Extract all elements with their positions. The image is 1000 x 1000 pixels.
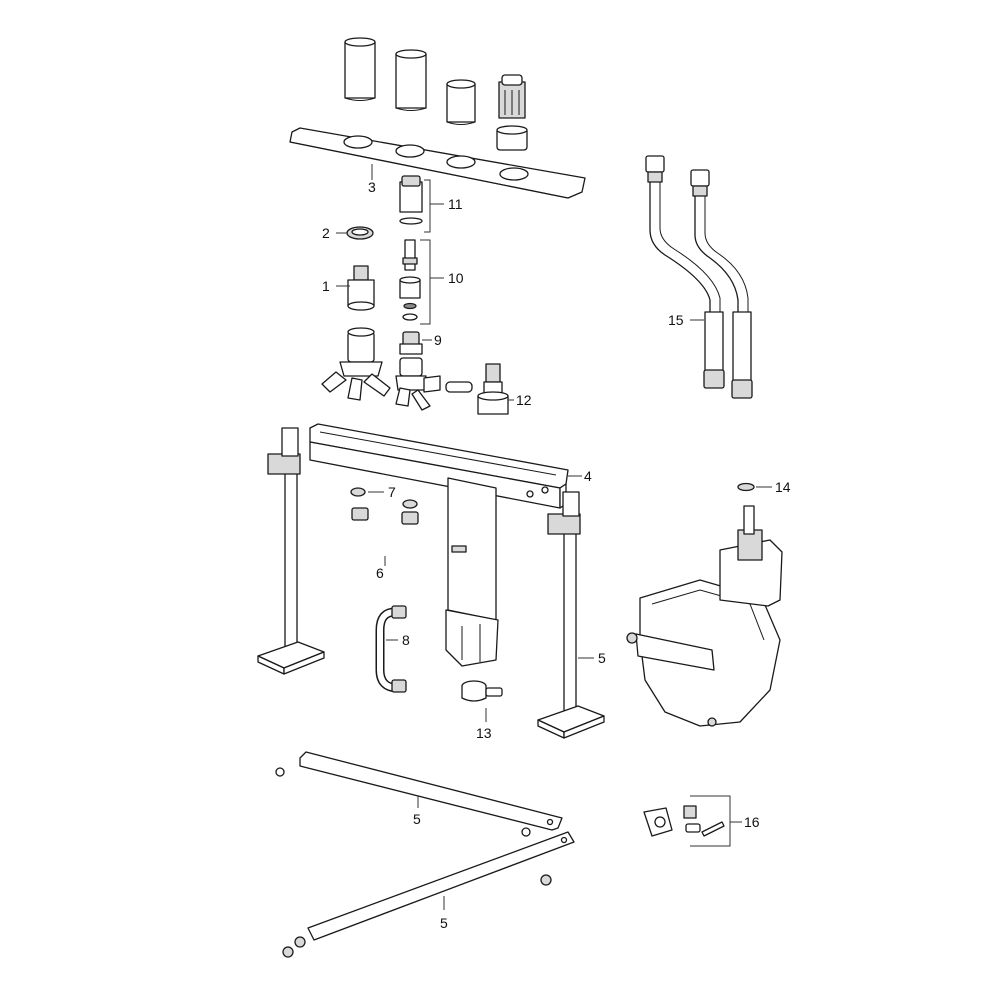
cover-sleeve-3: [446, 79, 476, 125]
callout-6: 6: [376, 565, 384, 581]
callout-9: 9: [434, 332, 442, 348]
callout-labels: 3 11 2 10 1 9 12 4 7 14 6 8 5 13 15 16 5…: [322, 179, 791, 931]
flexible-hose-right: [690, 169, 753, 399]
flexible-hose-left: [645, 155, 725, 389]
callout-2: 2: [322, 225, 330, 241]
screw-right: [521, 827, 531, 837]
callout-7: 7: [388, 484, 396, 500]
leader-lines: [336, 164, 772, 910]
mixer-housing: [626, 505, 783, 727]
callout-12: 12: [516, 392, 532, 408]
cross-brace-upper: [275, 751, 563, 837]
clip-14: [737, 482, 755, 492]
connecting-pipe-6: [351, 507, 419, 555]
callout-5-upper-brace: 5: [413, 811, 421, 827]
callout-14: 14: [775, 479, 791, 495]
connector-nipple: [445, 381, 473, 393]
valve-body-left: [321, 327, 391, 401]
seal-washers-7: [350, 487, 418, 509]
thermostatic-cartridge-1: [347, 265, 375, 311]
cover-sleeve-2: [395, 49, 427, 111]
callout-13: 13: [476, 725, 492, 741]
cover-sleeve-1: [344, 37, 376, 101]
callout-5-leg: 5: [598, 650, 606, 666]
callout-4: 4: [584, 468, 592, 484]
retaining-ring-2: [346, 226, 374, 240]
callout-3: 3: [368, 179, 376, 195]
cross-brace-lower: [282, 831, 575, 958]
connecting-pipe-8: [375, 605, 407, 693]
drain-fitting-13: [461, 680, 503, 702]
adjustable-leg-right: [537, 491, 605, 739]
adjustable-leg-left: [257, 427, 325, 675]
support-column: [445, 477, 499, 667]
deck-plate: [289, 127, 586, 199]
callout-1: 1: [322, 278, 330, 294]
callout-16: 16: [744, 814, 760, 830]
callout-11: 11: [448, 196, 463, 212]
valve-cartridge-11: [399, 175, 423, 225]
callout-15: 15: [668, 312, 684, 328]
mounting-frame-rail: [309, 423, 569, 509]
diverter-knob: [496, 74, 528, 151]
screw-left: [275, 767, 285, 777]
shower-outlet-12: [477, 363, 509, 415]
callout-8: 8: [402, 632, 410, 648]
callout-10: 10: [448, 270, 464, 286]
valve-insert-9: [399, 331, 423, 355]
callout-5-lower-brace: 5: [440, 915, 448, 931]
valve-body-right: [395, 357, 473, 411]
fitting-kit-16: [643, 805, 725, 837]
spindle-set-10: [399, 239, 421, 321]
